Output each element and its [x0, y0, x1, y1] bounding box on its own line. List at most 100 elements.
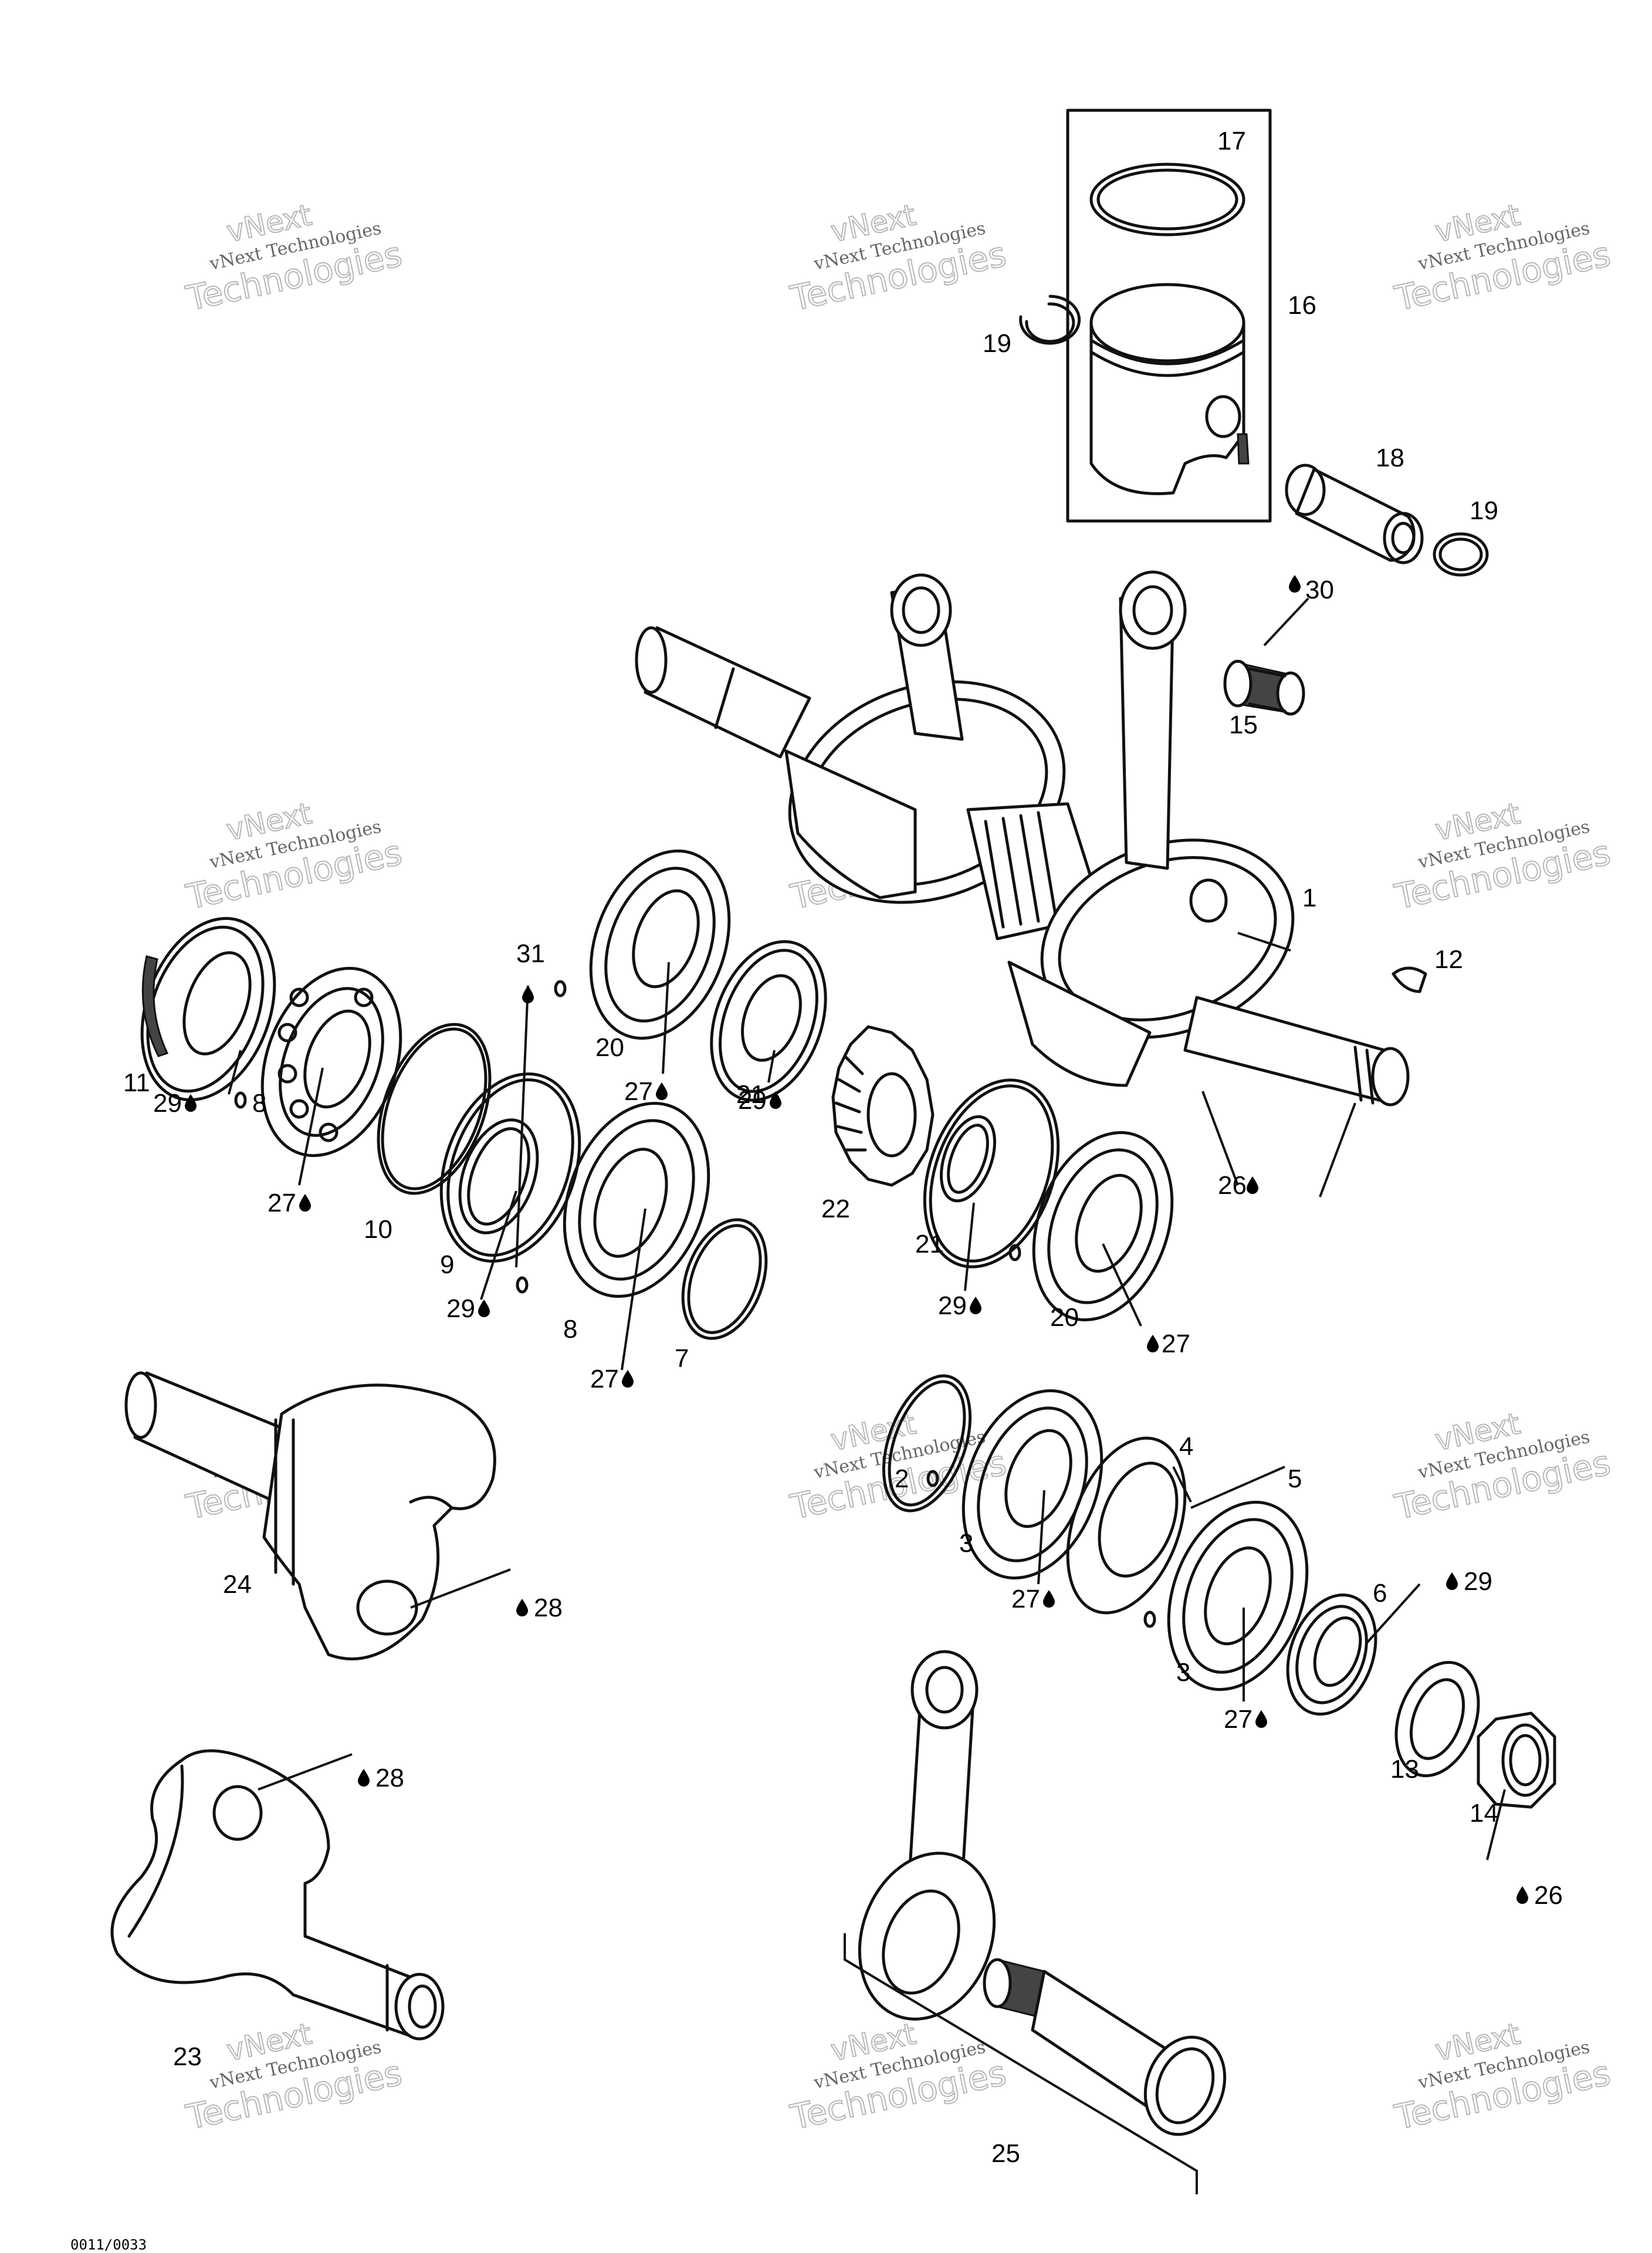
oil-seal-11 — [140, 916, 276, 1102]
callout-28: 28 — [534, 1594, 563, 1622]
drop-icon — [622, 1370, 634, 1388]
callout-27: 27 — [268, 1189, 296, 1217]
callout-29: 29 — [446, 1294, 475, 1323]
callout-19: 19 — [1470, 496, 1498, 525]
callout-3: 3 — [959, 1529, 973, 1558]
ball-bearing-20 — [589, 849, 731, 1040]
oil-seal-6 — [1286, 1593, 1377, 1716]
watermark: vNext vNext Technologies Technologies — [786, 197, 1010, 319]
piston-pin-circlip-right — [1433, 532, 1489, 577]
piston-pin — [1285, 464, 1424, 564]
drop-icon — [478, 1300, 490, 1317]
callout-7: 7 — [675, 1344, 689, 1373]
callout-3: 3 — [1176, 1658, 1190, 1687]
small-end-needle-bearing — [1223, 659, 1305, 716]
callout-6: 6 — [1373, 1579, 1387, 1608]
callout-29: 29 — [153, 1089, 182, 1118]
piston-pin-circlip — [1019, 295, 1081, 345]
watermark: vNext vNext Technologies Technologies — [786, 2016, 1010, 2138]
crankshaft-assembly — [635, 570, 1410, 1107]
ball-bearing-3 — [962, 1389, 1103, 1580]
callout-30: 30 — [1305, 576, 1334, 604]
callout-17: 17 — [1217, 127, 1246, 155]
callout-26: 26 — [1534, 1881, 1563, 1910]
oil-seal-9 — [439, 1072, 581, 1263]
callout-29: 29 — [738, 1086, 767, 1115]
woodruff-key — [1392, 966, 1427, 993]
drop-icon — [1516, 1886, 1528, 1904]
callout-labels: 17 16 19 18 19 30 15 1 12 26 11 29 8 27 … — [123, 127, 1563, 2168]
callout-13: 13 — [1390, 1755, 1419, 1784]
leader-lines — [228, 597, 1506, 1860]
callout-2: 2 — [895, 1464, 909, 1493]
callout-23: 23 — [173, 2042, 202, 2071]
footer-code: 0011/0033 — [70, 2237, 147, 2253]
callout-28: 28 — [375, 1764, 404, 1792]
callout-26: 26 — [1218, 1171, 1247, 1200]
callout-15: 15 — [1229, 711, 1258, 739]
watermark: vNext vNext Technologies Technologies — [1390, 796, 1614, 918]
callout-5: 5 — [1288, 1464, 1302, 1493]
crank-half-24 — [124, 1371, 496, 1660]
callout-8: 8 — [563, 1315, 577, 1344]
drop-icon — [1247, 1176, 1258, 1194]
callout-14: 14 — [1470, 1799, 1498, 1828]
oil-seal-21 — [710, 940, 827, 1102]
callout-20: 20 — [1050, 1303, 1079, 1332]
watermark: vNext vNext Technologies Technologies — [1390, 1406, 1614, 1528]
callout-24: 24 — [223, 1570, 252, 1599]
ring-2 — [882, 1374, 972, 1513]
watermark: vNext vNext Technologies Technologies — [1390, 197, 1614, 319]
ball-bearing-8b — [563, 1101, 710, 1298]
callout-16: 16 — [1288, 291, 1316, 320]
ball-bearing-8 — [260, 966, 402, 1158]
drop-icon — [516, 1599, 528, 1616]
drop-icon — [1147, 1335, 1159, 1352]
callout-9: 9 — [440, 1250, 454, 1279]
drive-gear-22 — [831, 1025, 935, 1187]
piston-kit-box — [1066, 109, 1272, 523]
callout-21: 21 — [736, 1080, 765, 1109]
callout-22: 22 — [821, 1195, 850, 1223]
drop-icon — [1446, 1572, 1458, 1590]
nut-14 — [1477, 1711, 1556, 1809]
watermark: vNext vNext Technologies Technologies — [182, 197, 406, 319]
callout-12: 12 — [1434, 945, 1463, 974]
watermark: vNext vNext Technologies Technologies — [1390, 2016, 1614, 2138]
callout-29: 29 — [1464, 1567, 1492, 1596]
ball-bearing-20b — [1032, 1131, 1174, 1322]
callout-25: 25 — [991, 2139, 1020, 2168]
callout-11: 11 — [123, 1068, 150, 1097]
circlip-10 — [377, 1023, 492, 1195]
callout-29: 29 — [938, 1291, 967, 1320]
washer-4 — [1066, 1436, 1187, 1615]
drop-icon — [1043, 1590, 1055, 1608]
callout-27: 27 — [1224, 1705, 1252, 1734]
callout-18: 18 — [1376, 444, 1404, 472]
callout-21: 21 — [915, 1230, 944, 1259]
callout-4: 4 — [1179, 1432, 1193, 1461]
watermark: vNext vNext Technologies Technologies — [182, 796, 406, 918]
callout-20: 20 — [595, 1033, 624, 1062]
drop-icon — [970, 1297, 981, 1314]
callout-8: 8 — [252, 1089, 266, 1118]
callout-31: 31 — [516, 939, 545, 968]
washer-13 — [1394, 1660, 1480, 1778]
callout-27: 27 — [1162, 1330, 1190, 1358]
callout-19: 19 — [983, 329, 1011, 358]
ball-bearing-5 — [1167, 1500, 1309, 1692]
drop-icon — [656, 1082, 668, 1100]
drop-icon — [1255, 1710, 1267, 1728]
drop-icon — [1289, 575, 1301, 593]
drop-icon — [299, 1194, 311, 1212]
drop-icon — [770, 1091, 781, 1109]
callout-1: 1 — [1302, 884, 1316, 912]
callout-27: 27 — [1011, 1585, 1040, 1613]
drop-icon — [185, 1094, 197, 1112]
drop-icon — [358, 1769, 370, 1787]
callout-10: 10 — [364, 1215, 392, 1244]
ring-7 — [681, 1218, 768, 1340]
callout-27: 27 — [590, 1365, 619, 1393]
oil-seal-21b — [923, 1078, 1060, 1268]
